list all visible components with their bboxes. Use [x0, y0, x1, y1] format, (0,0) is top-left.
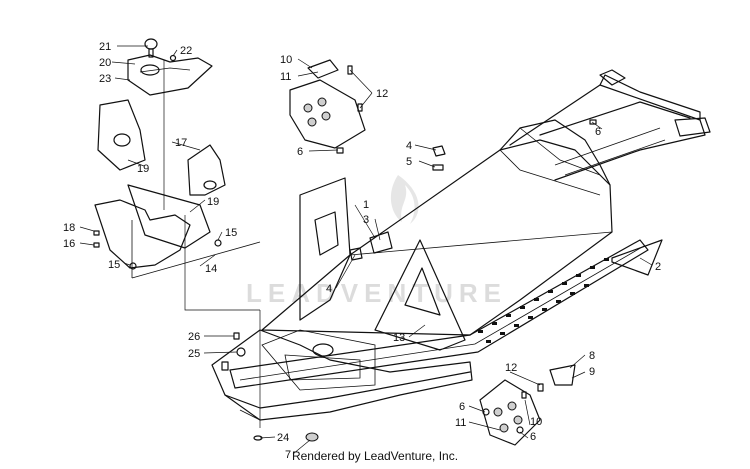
callout-11-upper: 11: [280, 71, 291, 83]
fasteners: [93, 54, 597, 442]
callout-8: 8: [589, 350, 595, 362]
watermark-flame-icon: [390, 175, 419, 224]
callout-10-lower: 10: [530, 416, 542, 428]
running-board-holes: [478, 258, 609, 343]
watermark: LEADVENTURE: [246, 175, 507, 308]
callout-18: 18: [63, 222, 75, 234]
callout-4-tunnel: 4: [406, 140, 412, 152]
callout-4-floor: 4: [326, 283, 332, 295]
callout-25: 25: [188, 348, 200, 360]
callout-26: 26: [188, 331, 200, 343]
callout-2: 2: [655, 261, 661, 273]
callout-6-lower-left: 6: [459, 401, 465, 413]
callout-24: 24: [277, 432, 289, 444]
leader-lines: [79, 45, 653, 455]
callout-1: 1: [363, 199, 369, 211]
callout-17: 17: [175, 137, 187, 149]
callout-9: 9: [589, 366, 595, 378]
callout-labels: 21 22 20 23 17 19 19 18 16 15 15 14 10 1…: [63, 41, 661, 461]
callout-14: 14: [205, 263, 217, 275]
render-credit: Rendered by LeadVenture, Inc.: [291, 449, 459, 463]
chassis-frame: [211, 119, 649, 421]
callout-12-lower: 12: [505, 362, 517, 374]
upper-mid-bracket: [289, 59, 366, 154]
callout-13: 13: [393, 332, 405, 344]
callout-7: 7: [285, 449, 291, 461]
callout-15-right: 15: [225, 227, 237, 239]
lower-right-bracket: [479, 364, 576, 446]
callout-19-upper: 19: [137, 163, 149, 175]
callout-11-lower: 11: [455, 417, 466, 429]
callout-15-left: 15: [108, 259, 120, 271]
callout-21: 21: [99, 41, 111, 53]
front-bracket-assembly: [94, 38, 261, 428]
callout-12-upper: 12: [376, 88, 388, 100]
callout-22: 22: [180, 45, 192, 57]
callout-20: 20: [99, 57, 111, 69]
callout-6-rail: 6: [595, 126, 601, 138]
callout-6-upper-bracket: 6: [297, 146, 303, 158]
watermark-text: LEADVENTURE: [246, 278, 507, 308]
rear-rail-assembly: [509, 69, 711, 181]
callout-16: 16: [63, 238, 75, 250]
side-rail-part: [611, 239, 663, 276]
callout-6-lower-right: 6: [530, 431, 536, 443]
callout-10-upper: 10: [280, 54, 292, 66]
callout-3: 3: [363, 214, 369, 226]
callout-19-lower: 19: [207, 196, 219, 208]
callout-5: 5: [406, 156, 412, 168]
callout-23: 23: [99, 73, 111, 85]
